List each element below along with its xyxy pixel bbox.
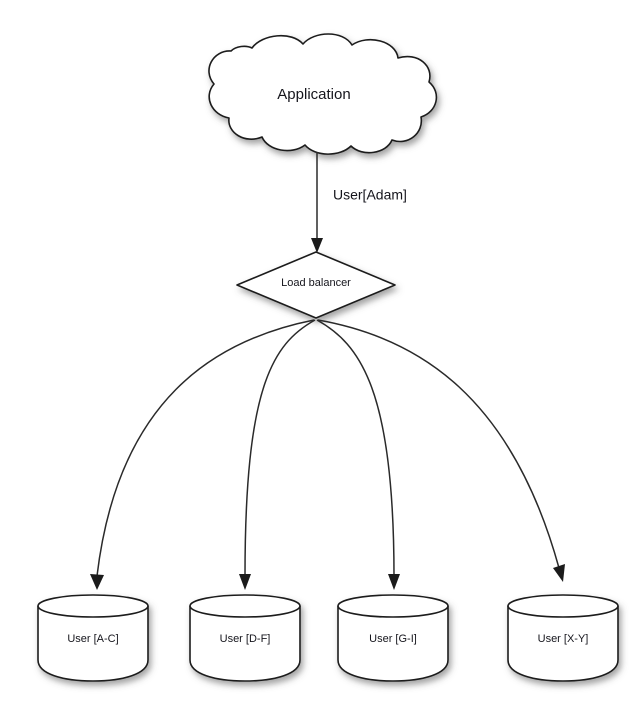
cylinder-icon (337, 594, 449, 682)
cylinder-icon (189, 594, 301, 682)
load-balancer-label: Load balancer (281, 277, 351, 289)
arrow-head-icon (311, 238, 323, 253)
cylinder-icon (507, 594, 619, 682)
shard-label: User [D-F] (220, 633, 271, 645)
shard-label: User [X-Y] (538, 633, 589, 645)
shard-label: User [A-C] (67, 633, 118, 645)
edge-curve (316, 319, 395, 577)
edge-application-to-load-balancer: User[Adam] (311, 152, 407, 253)
cloud-icon (208, 33, 438, 155)
arrow-head-icon (239, 574, 251, 590)
arrow-head-icon (90, 574, 104, 590)
edge-curve (96, 319, 315, 577)
node-load-balancer[interactable]: Load balancer (236, 251, 396, 319)
arrow-head-icon (388, 574, 400, 590)
edge-curve (317, 319, 560, 569)
shard-database-3[interactable]: User [G-I] (337, 594, 449, 682)
edge-to-db-1 (90, 319, 315, 590)
cylinder-icon (37, 594, 149, 682)
shard-database-2[interactable]: User [D-F] (189, 594, 301, 682)
edge-to-db-4 (317, 319, 565, 582)
node-application-cloud[interactable]: Application (208, 33, 438, 155)
diamond-icon (236, 251, 396, 319)
edge-label-user-adam: User[Adam] (333, 187, 407, 203)
arrow-head-icon (553, 564, 565, 582)
edge-to-db-3 (316, 319, 400, 590)
edge-to-db-2 (239, 319, 316, 590)
shard-label: User [G-I] (369, 633, 417, 645)
shard-database-1[interactable]: User [A-C] (37, 594, 149, 682)
edge-curve (244, 319, 316, 577)
fanout-edges (90, 319, 565, 590)
shard-database-4[interactable]: User [X-Y] (507, 594, 619, 682)
cloud-label: Application (277, 86, 350, 103)
